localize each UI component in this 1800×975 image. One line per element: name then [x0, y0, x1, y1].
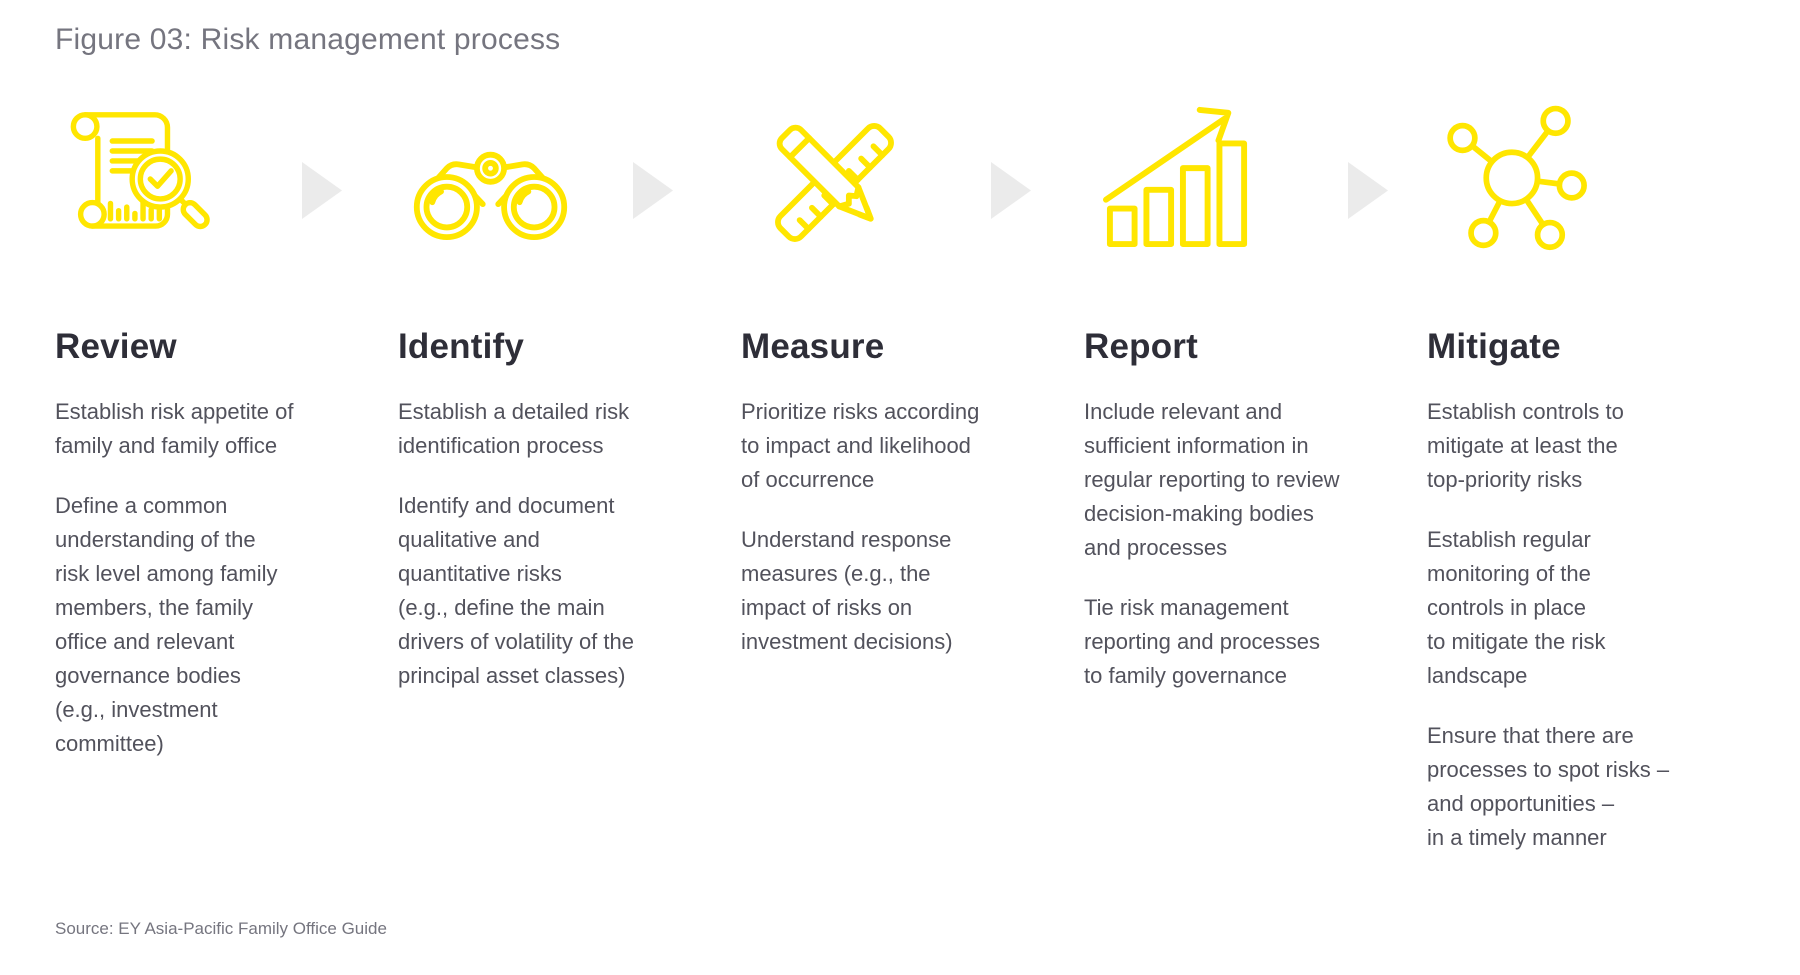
- step-heading-identify: Identify: [398, 327, 525, 366]
- step-heading-review: Review: [55, 327, 177, 366]
- pencil-ruler-icon: [775, 123, 894, 242]
- figure-risk-management-process: Figure 03: Risk management process: [0, 23, 1800, 938]
- growth-chart-icon: [1103, 106, 1248, 248]
- step-column-review: Review Establish risk appetite of family…: [55, 325, 366, 881]
- step-paragraph: Identify and document qualitative and qu…: [398, 493, 634, 688]
- figure-title: Figure 03: Risk management process: [55, 23, 561, 56]
- step-paragraph: Establish a detailed risk identification…: [398, 399, 630, 458]
- step-heading-measure: Measure: [741, 327, 885, 366]
- network-icon: [1447, 105, 1587, 251]
- step-column-mitigate: Mitigate Establish controls to mitigate …: [1427, 325, 1738, 881]
- arrow-right-icon: [1348, 162, 1388, 219]
- step-heading-report: Report: [1084, 327, 1198, 366]
- source-note: Source: EY Asia-Pacific Family Office Gu…: [55, 919, 387, 938]
- step-paragraph: Understand response measures (e.g., the …: [741, 527, 953, 654]
- step-paragraph: Define a common understanding of the ris…: [55, 493, 278, 756]
- step-paragraph: Establish risk appetite of family and fa…: [55, 399, 294, 458]
- arrow-right-icon: [633, 162, 673, 219]
- arrow-right-icon: [302, 162, 342, 219]
- step-paragraph: Include relevant and sufficient informat…: [1084, 399, 1340, 560]
- arrow-right-icon: [991, 162, 1031, 219]
- step-column-identify: Identify Establish a detailed risk ident…: [398, 325, 709, 881]
- process-icons-row: [0, 82, 1800, 257]
- step-paragraph: Establish regular monitoring of the cont…: [1427, 527, 1606, 688]
- step-paragraph: Ensure that there are processes to spot …: [1427, 723, 1670, 850]
- step-column-measure: Measure Prioritize risks according to im…: [741, 325, 1052, 881]
- step-column-report: Report Include relevant and sufficient i…: [1084, 325, 1395, 881]
- step-paragraph: Prioritize risks according to impact and…: [741, 399, 980, 492]
- document-magnifier-icon: [70, 112, 210, 230]
- binoculars-icon: [413, 151, 568, 241]
- step-paragraph: Establish controls to mitigate at least …: [1427, 399, 1624, 492]
- steps-text-grid: Review Establish risk appetite of family…: [55, 325, 1800, 881]
- step-heading-mitigate: Mitigate: [1427, 327, 1561, 366]
- step-paragraph: Tie risk management reporting and proces…: [1084, 595, 1321, 688]
